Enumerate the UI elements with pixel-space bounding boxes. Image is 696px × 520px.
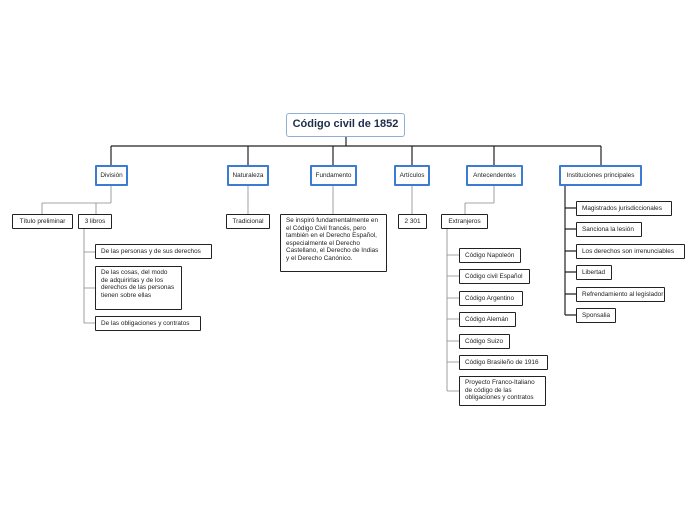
branch-naturaleza[interactable]: Naturaleza xyxy=(227,165,269,186)
naturaleza-value[interactable]: Tradicional xyxy=(226,214,270,229)
antecedente-item[interactable]: Código Alemán xyxy=(459,312,516,327)
institucion-item[interactable]: Magistrados jurisdiccionales xyxy=(576,201,672,216)
articulos-value[interactable]: 2 301 xyxy=(398,214,427,229)
libro-item[interactable]: De las cosas, del modo de adquirirlas y … xyxy=(95,266,182,310)
branch-fundamento[interactable]: Fundamento xyxy=(310,165,357,186)
instituciones-connector xyxy=(564,185,576,316)
antecedente-item[interactable]: Código Napoleón xyxy=(459,248,521,263)
antecedente-item[interactable]: Código Argentino xyxy=(459,291,523,306)
branch-antecedentes[interactable]: Antecendentes xyxy=(466,165,523,186)
extranjeros-connector xyxy=(446,229,459,392)
antecedente-item[interactable]: Código Brasileño de 1916 xyxy=(459,355,548,370)
extranjeros-node[interactable]: Extranjeros xyxy=(441,214,488,229)
institucion-item[interactable]: Sponsalia xyxy=(576,308,616,323)
titulo-preliminar-node[interactable]: Título preliminar xyxy=(12,214,73,229)
antecedentes-connector xyxy=(464,185,495,214)
branch-instituciones[interactable]: Instituciones principales xyxy=(559,165,642,186)
root-topic[interactable]: Código civil de 1852 xyxy=(286,113,405,137)
institucion-item[interactable]: Libertad xyxy=(576,265,612,280)
libro-item[interactable]: De las personas y de sus derechos xyxy=(95,244,212,259)
libros-node[interactable]: 3 libros xyxy=(78,214,112,229)
libros-connector xyxy=(83,229,95,324)
branch-articulos[interactable]: Artículos xyxy=(394,165,430,186)
libro-item[interactable]: De las obligaciones y contratos xyxy=(95,316,201,331)
fundamento-value[interactable]: Se inspiró fundamentalmente en el Código… xyxy=(280,214,387,272)
division-connector xyxy=(41,185,112,214)
antecedente-item[interactable]: Proyecto Franco-Italiano de código de la… xyxy=(459,376,546,406)
institucion-item[interactable]: Refrendamiento al legislador xyxy=(576,287,665,302)
branch-division[interactable]: División xyxy=(95,165,128,186)
antecedente-item[interactable]: Código Suizo xyxy=(459,334,510,349)
institucion-item[interactable]: Los derechos son irrenunciables xyxy=(576,244,685,259)
institucion-item[interactable]: Sanciona la lesión xyxy=(576,222,642,237)
antecedente-item[interactable]: Código civil Español xyxy=(459,269,530,284)
